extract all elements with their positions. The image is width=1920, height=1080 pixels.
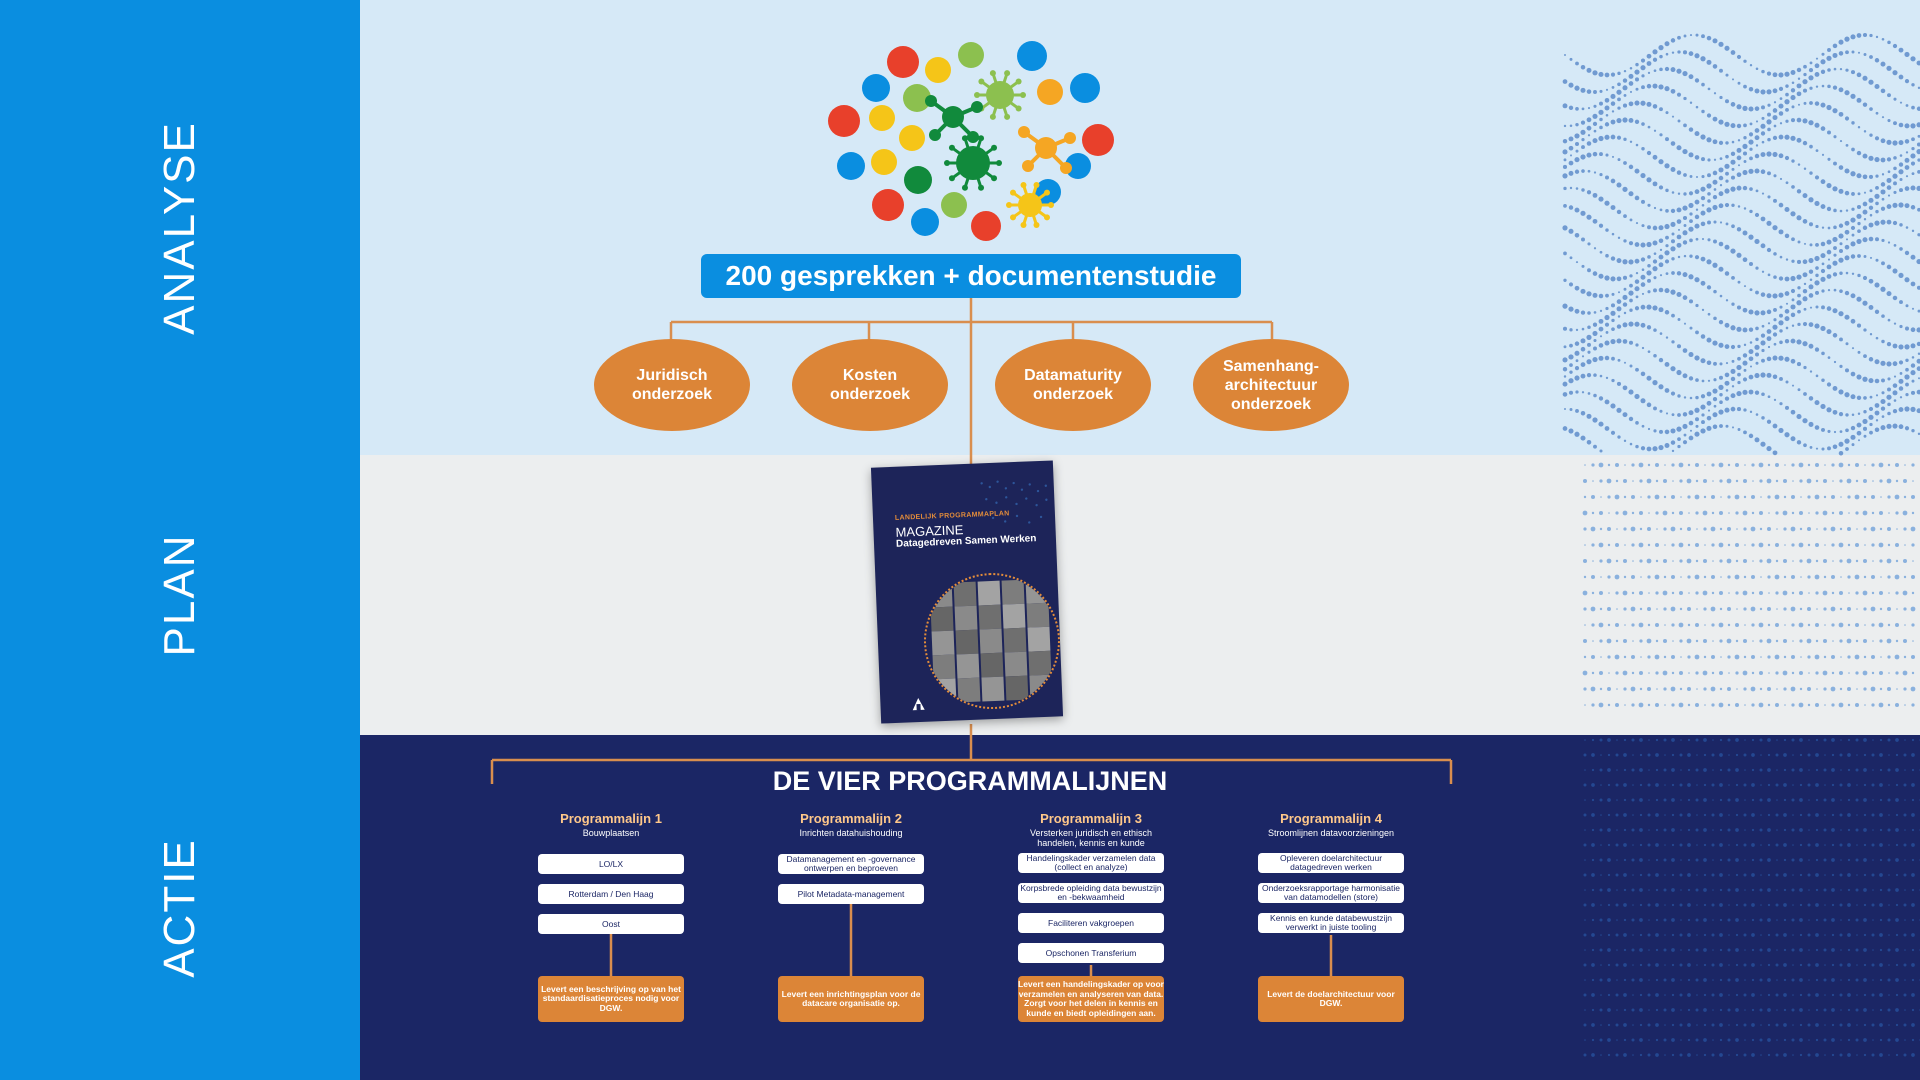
portrait-photo (1003, 628, 1026, 653)
programmalijn-1-subtitle: Bouwplaatsen (501, 828, 721, 838)
programmalijn-1-item: LO/LX (538, 854, 684, 874)
programmalijn-4-item: Kennis en kunde databewustzijn verwerkt … (1258, 913, 1404, 933)
actie-title: DE VIER PROGRAMMALIJNEN (620, 766, 1320, 797)
portrait-photo (981, 677, 1004, 702)
cluster-dot (837, 152, 865, 180)
portrait-photo (1005, 676, 1028, 701)
cluster-dot (1017, 41, 1047, 71)
programmalijn-4-subtitle: Stroomlijnen datavoorzieningen (1221, 828, 1441, 838)
portrait-photo (1003, 604, 1026, 629)
portrait-photo (979, 605, 1002, 630)
cluster-dot (971, 211, 1001, 241)
portrait-collage (921, 570, 1062, 711)
cluster-dot (1070, 73, 1100, 103)
virus-icon (944, 135, 1002, 190)
molecule-icon (1018, 126, 1076, 174)
programmalijn-2-subtitle: Inrichten datahuishouding (741, 828, 961, 838)
cluster-dot (872, 189, 904, 221)
cluster-dot (871, 149, 897, 175)
cluster-dot (887, 46, 919, 78)
portrait-photo (932, 631, 955, 656)
police-emblem-icon (908, 694, 929, 715)
cluster-dot (869, 105, 895, 131)
programmalijn-1-title: Programmalijn 1 (501, 811, 721, 826)
cluster-dot (911, 208, 939, 236)
programmalijn-4-title: Programmalijn 4 (1221, 811, 1441, 826)
cluster-dot (941, 192, 967, 218)
portrait-photo (931, 607, 954, 632)
programmalijn-3-item: Faciliteren vakgroepen (1018, 913, 1164, 933)
programmalijn-3-outcome: Levert een handelingskader op voor verza… (1018, 976, 1164, 1022)
programmalijn-3-item: Opschonen Transferium (1018, 943, 1164, 963)
portrait-photo (1026, 579, 1049, 604)
virus-icon (974, 70, 1026, 120)
analysis-title: 200 gesprekken + documentenstudie (726, 260, 1217, 292)
cluster-dot (904, 166, 932, 194)
study-samenhang: Samenhang- architectuur onderzoek (1193, 339, 1349, 431)
portrait-photo (933, 655, 956, 680)
programmalijn-3-title: Programmalijn 3 (981, 811, 1201, 826)
portrait-photo (956, 630, 979, 655)
molecule-icon (925, 95, 983, 143)
portrait-photo (933, 679, 956, 704)
cluster-dot (1037, 79, 1063, 105)
programmalijn-2-title: Programmalijn 2 (741, 811, 961, 826)
cluster-dot (1082, 124, 1114, 156)
portrait-photo (1004, 652, 1027, 677)
portrait-photo (930, 583, 953, 608)
portrait-photo (1027, 603, 1050, 628)
programmalijn-2-item: Pilot Metadata-management (778, 884, 924, 904)
cluster-dot (925, 57, 951, 83)
programmalijn-1-item: Rotterdam / Den Haag (538, 884, 684, 904)
cluster-dot (899, 125, 925, 151)
cluster-dot (862, 74, 890, 102)
portrait-photo (954, 582, 977, 607)
cluster-dot (828, 105, 860, 137)
portrait-photo (980, 629, 1003, 654)
portrait-photo (1028, 651, 1051, 676)
programmalijn-4-outcome: Levert de doelarchitectuur voor DGW. (1258, 976, 1404, 1022)
portrait-photo (1027, 627, 1050, 652)
programmalijn-3-item: Korpsbrede opleiding data bewustzijn en … (1018, 883, 1164, 903)
study-kosten: Kosten onderzoek (792, 339, 948, 431)
programmalijn-2-item: Datamanagement en -governance ontwerpen … (778, 854, 924, 874)
cluster-dot (958, 42, 984, 68)
portrait-photo (1002, 580, 1025, 605)
programmalijn-4-item: Opleveren doelarchitectuur datagedreven … (1258, 853, 1404, 873)
analysis-title-bar: 200 gesprekken + documentenstudie (701, 254, 1241, 298)
portrait-photo (957, 678, 980, 703)
programmalijn-2-outcome: Levert een inrichtingsplan voor de datac… (778, 976, 924, 1022)
programmalijn-1-outcome: Levert een beschrijving op van het stand… (538, 976, 684, 1022)
portrait-photo (980, 653, 1003, 678)
portrait-photo (978, 581, 1001, 606)
programmalijn-3-subtitle: Versterken juridisch en ethisch handelen… (1011, 828, 1171, 848)
magazine-cover: LANDELIJK PROGRAMMAPLAN MAGAZINE Dataged… (871, 460, 1063, 723)
portrait-photo (1029, 675, 1052, 700)
programmalijn-1-item: Oost (538, 914, 684, 934)
programmalijn-3-item: Handelingskader verzamelen data (collect… (1018, 853, 1164, 873)
portrait-photo (955, 606, 978, 631)
study-juridisch: Juridisch onderzoek (594, 339, 750, 431)
programmalijn-4-item: Onderzoeksrapportage harmonisatie van da… (1258, 883, 1404, 903)
study-datamaturity: Datamaturity onderzoek (995, 339, 1151, 431)
portrait-photo (956, 654, 979, 679)
